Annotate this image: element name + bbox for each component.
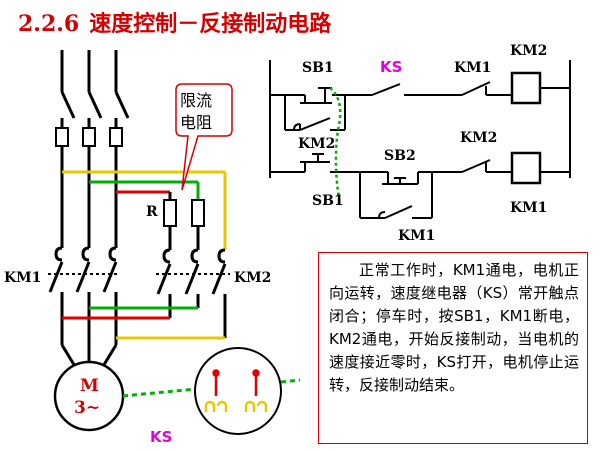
switch-blade-3 bbox=[114, 91, 130, 119]
km2-coil-label: KM2 bbox=[510, 43, 547, 59]
km2-interlock-label: KM2 bbox=[460, 130, 497, 146]
ks-linkage bbox=[122, 387, 197, 398]
motor-phase-label: 3~ bbox=[74, 398, 100, 418]
sb2-label: SB2 bbox=[384, 148, 416, 164]
switch-blade-2 bbox=[87, 91, 103, 119]
callout-line-2: 电阻 bbox=[180, 113, 212, 132]
ks-speed-relay bbox=[194, 347, 282, 435]
resistors bbox=[163, 199, 205, 250]
km1-hold-label: KM1 bbox=[398, 228, 435, 244]
sb1-top-label: SB1 bbox=[302, 60, 334, 76]
ks-contact-label: KS bbox=[380, 58, 402, 76]
callout-current-limit: 限流 电阻 bbox=[175, 83, 233, 191]
phase-crossover bbox=[62, 170, 227, 250]
motor-label: M bbox=[80, 376, 99, 396]
km1-interlock-label: KM1 bbox=[454, 60, 491, 76]
control-circuit bbox=[269, 60, 571, 219]
page-title: 2.2.6 速度控制－反接制动电路 bbox=[18, 6, 331, 38]
ks-relay-label: KS bbox=[150, 428, 172, 446]
section-number: 2.2.6 bbox=[18, 11, 80, 37]
fuse-2 bbox=[82, 127, 96, 147]
km1-main-contacts bbox=[48, 246, 120, 345]
reverse-crossover bbox=[62, 306, 225, 340]
km2-main-contacts bbox=[156, 248, 230, 338]
km2-main-label: KM2 bbox=[234, 270, 271, 286]
fuse-3 bbox=[109, 127, 123, 147]
sb1-bottom-label: SB1 bbox=[312, 193, 344, 209]
section-title: 速度控制－反接制动电路 bbox=[89, 11, 332, 37]
resistor-2 bbox=[191, 199, 205, 227]
resistor-label: R bbox=[146, 204, 158, 220]
motor: M 3~ bbox=[53, 344, 125, 432]
km1-coil-label: KM1 bbox=[510, 200, 547, 216]
callout-line-1: 限流 bbox=[180, 91, 212, 110]
fuse-1 bbox=[55, 127, 69, 147]
switch-blade-1 bbox=[60, 91, 76, 119]
km1-main-label: KM1 bbox=[4, 270, 41, 286]
description-box: 正常工作时，KM1通电，电机正向运转，速度继电器（KS）常开触点闭合；停车时，按… bbox=[318, 252, 588, 444]
resistor-1 bbox=[163, 199, 177, 227]
km2-hold-label: KM2 bbox=[298, 136, 335, 152]
main-circuit bbox=[55, 50, 130, 248]
sb1-linkage bbox=[329, 87, 342, 206]
